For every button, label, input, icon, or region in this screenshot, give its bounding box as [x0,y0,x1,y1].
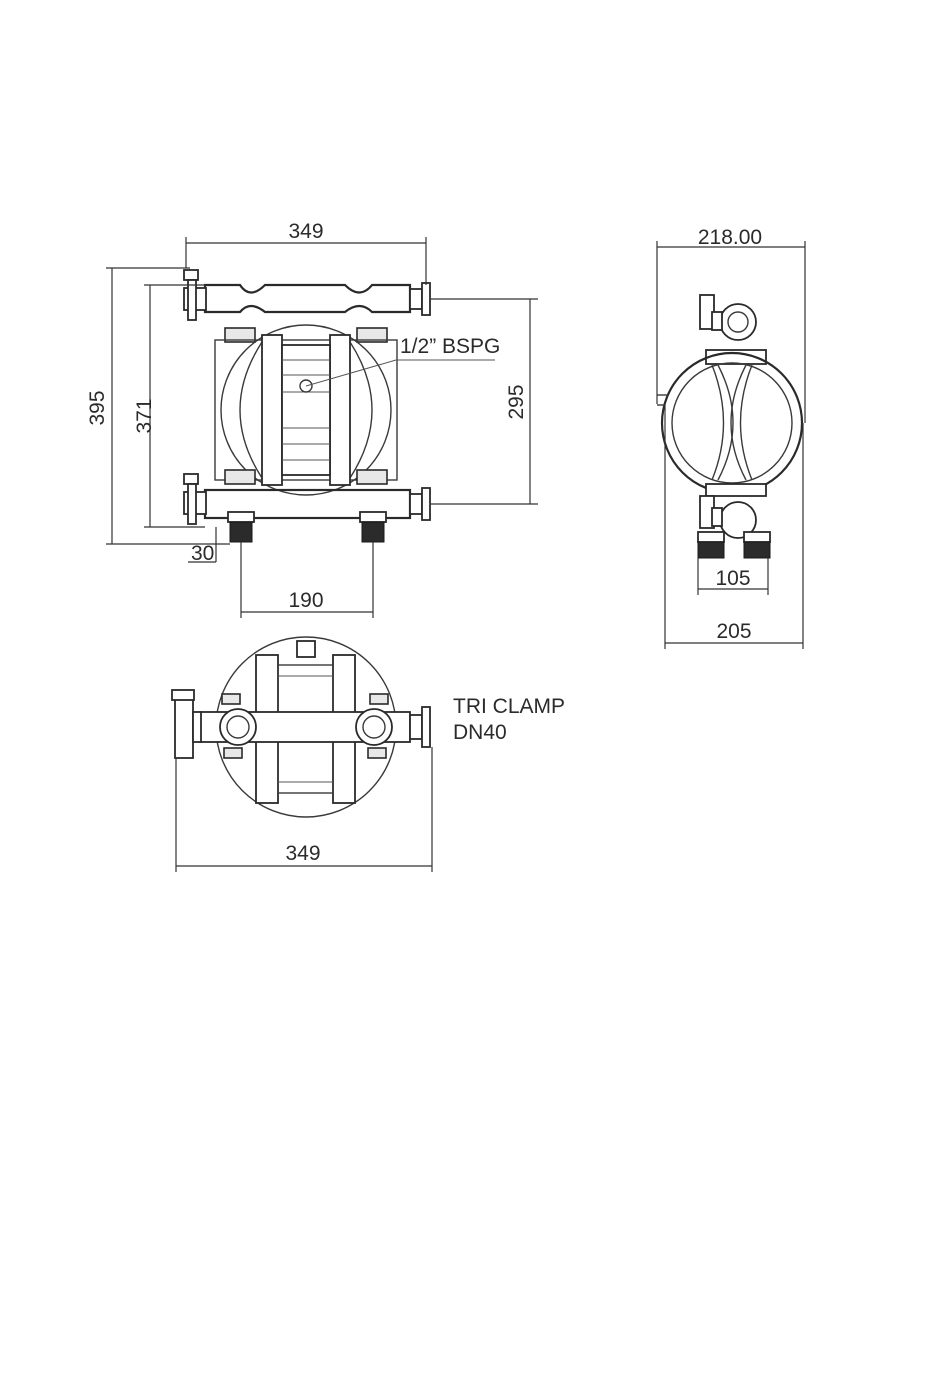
foot-spacing-dimension: 190 [288,589,323,612]
top-width-dimension: 349 [285,842,320,865]
front-width-dimension: 349 [288,220,323,243]
connection-label-line2: DN40 [453,721,507,744]
connection-label-line1: TRI CLAMP [453,695,565,718]
total-height-dimension: 395 [86,390,109,425]
air-port-label: 1/2” BSPG [400,335,500,358]
side-view: 218.00 105 205 [657,226,805,649]
top-view: TRI CLAMP DN40 349 [172,637,565,872]
bottom-offset-dimension: 30 [191,542,214,565]
inner-height-dimension: 371 [133,398,156,433]
side-width-dimension: 218.00 [698,226,762,249]
side-foot-width-dimension: 105 [715,567,750,590]
front-view: 1/2” BSPG 349 395 371 295 30 190 [86,220,538,618]
side-bottom-width-dimension: 205 [716,620,751,643]
port-height-dimension: 295 [505,384,528,419]
